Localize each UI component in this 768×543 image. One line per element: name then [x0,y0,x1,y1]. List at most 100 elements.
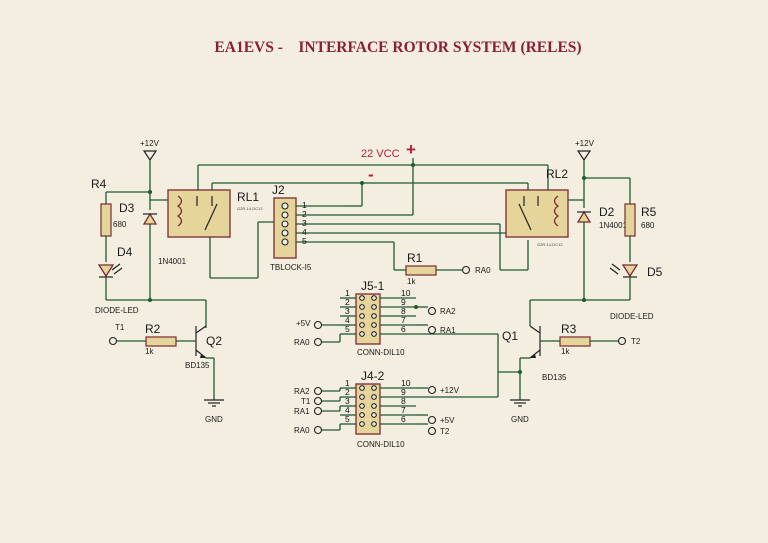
gnd-right-label: GND [511,415,529,424]
d3-part: 1N4001 [158,257,187,266]
j5-net-ra0: RA0 [294,338,310,347]
d2-part: 1N4001 [599,221,628,230]
r3-ref: R3 [561,322,577,336]
j5-pin-10: 10 [401,288,411,298]
q2-part: BD135 [185,361,210,370]
j4-net-ra0: RA0 [294,426,310,435]
j4-ref: J4-2 [361,369,385,383]
d5-ref: D5 [647,265,663,279]
j4-net-t2: T2 [440,427,450,436]
j5-pin-7: 7 [401,315,406,325]
supply-minus: - [368,165,374,184]
j4-net-12v: +12V [440,386,460,395]
d3-ref: D3 [119,201,135,215]
resistor-r1: R1 1k RA0 [394,251,491,286]
j4-net-ra2: RA2 [294,387,310,396]
relay-rl2: RL2 G2R-14-DC12 [505,165,584,247]
r1-value: 1k [407,277,416,286]
transistor-q1: Q1 BD135 GND [502,300,567,424]
j2-pin-1: 1 [302,200,307,210]
j5-pin-4: 4 [345,315,350,325]
r4-ref: R4 [91,177,107,191]
j4-pin-4: 4 [345,405,350,415]
t2-label: T2 [631,337,641,346]
j5-pin-3: 3 [345,306,350,316]
r5-ref: R5 [641,205,657,219]
j4-net-t1: T1 [301,397,311,406]
j4-pin-3: 3 [345,396,350,406]
r2-ref: R2 [145,322,161,336]
rl2-part: G2R-14-DC12 [537,242,563,247]
power-left: +12V [140,139,160,194]
resistor-r2: T1 R2 1k [108,322,196,356]
relay-rl1: RL1 G2R-14-DC12 [150,165,276,279]
j2-pin-5: 5 [302,236,307,246]
j4-net-ra1: RA1 [294,407,310,416]
rl1-ref: RL1 [237,190,259,204]
j2-ref: J2 [272,183,285,197]
j5-pin-2: 2 [345,297,350,307]
diode-d3: D3 1N4001 [119,192,187,300]
transistor-q2: Q2 BD135 GND [185,300,224,424]
supply-22vcc: 22 VCC + - [198,140,548,185]
t1-label: T1 [115,323,125,332]
gnd-left-label: GND [205,415,223,424]
rl2-ref: RL2 [546,167,568,181]
resistor-r4: R4 680 [91,177,150,262]
r4-value: 680 [113,220,127,229]
j4-pin-8: 8 [401,396,406,406]
resistor-r3: R3 1k T2 [540,322,641,356]
d2-ref: D2 [599,205,615,219]
j2-pin-2: 2 [302,209,307,219]
power-label-right: +12V [575,139,595,148]
terminal-block-j2: 1 2 3 4 5 J2 TBLOCK-I5 [270,165,529,272]
j2-pin-4: 4 [302,227,307,237]
power-label-left: +12V [140,139,160,148]
d4-part: DIODE-LED [95,306,139,315]
r1-ref: R1 [407,251,423,265]
d5-part: DIODE-LED [610,312,654,321]
resistor-r5: R5 680 [584,177,657,262]
q2-ref: Q2 [206,334,222,348]
j5-ref: J5-1 [361,279,385,293]
led-d5: D5 DIODE-LED [530,263,663,321]
j5-net-ra2: RA2 [440,307,456,316]
j5-pin-1: 1 [345,288,350,298]
j5-pin-8: 8 [401,306,406,316]
connector-j5: J5-1 1 2 3 4 5 10 9 8 7 6 CONN-DIL10 +5V [294,279,520,373]
j5-pin-5: 5 [345,324,350,334]
r5-value: 680 [641,221,655,230]
j4-pin-2: 2 [345,387,350,397]
j2-pin-3: 3 [302,218,307,228]
j4-part: CONN-DIL10 [357,440,405,449]
j4-pin-10: 10 [401,378,411,388]
q1-ref: Q1 [502,329,518,343]
j5-pin-6: 6 [401,324,406,334]
j5-net-5v: +5V [296,319,311,328]
j2-part: TBLOCK-I5 [270,263,312,272]
j4-pin-6: 6 [401,414,406,424]
j5-net-ra1: RA1 [440,326,456,335]
connector-j4: J4-2 1 2 3 4 5 10 9 8 7 6 CONN-DIL10 RA2 [294,369,499,449]
power-right: +12V [575,139,595,180]
led-d4: D4 DIODE-LED [95,245,206,315]
j4-pin-7: 7 [401,405,406,415]
d4-ref: D4 [117,245,133,259]
j4-net-5v: +5V [440,416,455,425]
j5-part: CONN-DIL10 [357,348,405,357]
diode-d2: D2 1N4001 [576,178,628,300]
j4-pin-5: 5 [345,414,350,424]
r3-value: 1k [561,347,570,356]
j5-pin-9: 9 [401,297,406,307]
supply-plus: + [406,140,416,159]
schematic-title: EA1EVS - INTERFACE ROTOR SYSTEM (RELES) [214,39,581,56]
j4-pin-1: 1 [345,378,350,388]
r1-net-ra0: RA0 [475,266,491,275]
q1-part: BD135 [542,373,567,382]
r2-value: 1k [145,347,154,356]
j4-pin-9: 9 [401,387,406,397]
supply-label: 22 VCC [361,148,400,160]
rl1-part: G2R-14-DC12 [237,206,263,211]
